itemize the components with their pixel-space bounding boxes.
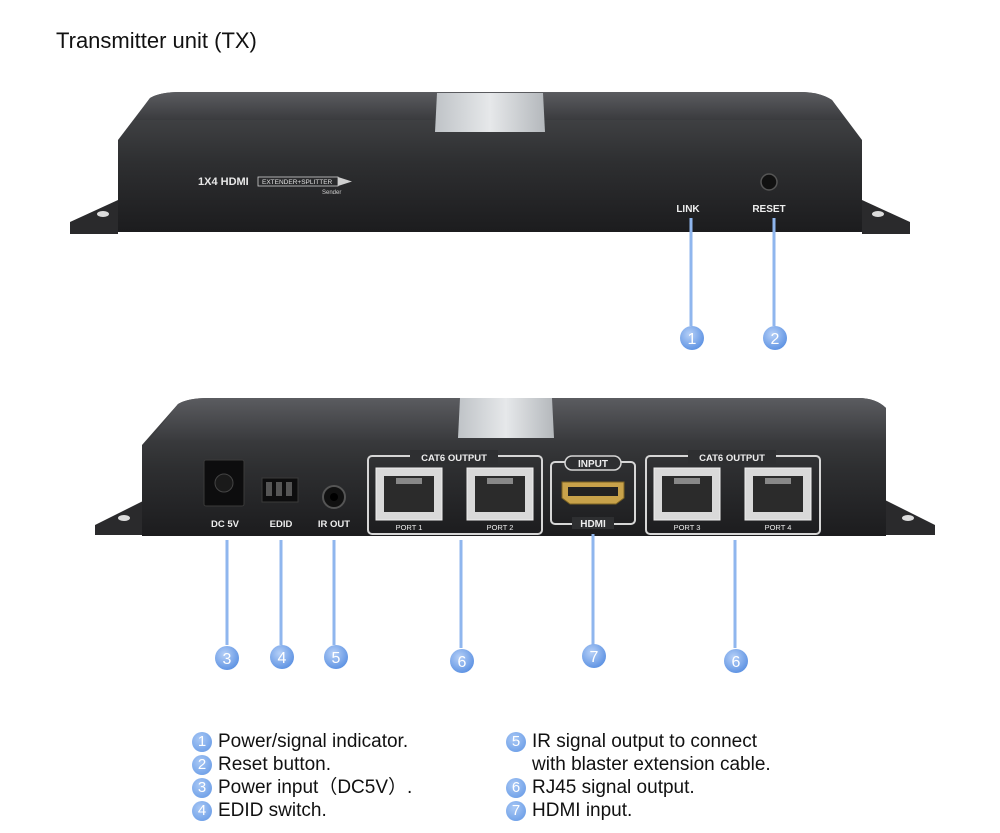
dc-label: DC 5V — [211, 519, 240, 530]
port2-label: PORT 2 — [487, 523, 514, 532]
callout-6a: 6 — [450, 649, 474, 673]
input-label: INPUT — [578, 459, 608, 470]
svg-text:3: 3 — [223, 651, 232, 668]
hdmi-label: HDMI — [580, 519, 606, 530]
reset-button[interactable] — [760, 173, 778, 191]
callout-5: 5 — [324, 645, 348, 669]
port3-label: PORT 3 — [674, 523, 701, 532]
legend-text: Power/signal indicator. — [218, 731, 409, 752]
front-housing — [118, 92, 862, 232]
legend-item: 2 Reset button. — [192, 753, 412, 776]
page-title: Transmitter unit (TX) — [56, 28, 257, 53]
legend-text: with blaster extension cable. — [532, 754, 771, 775]
port1-label: PORT 1 — [396, 523, 423, 532]
legend-badge: 1 — [192, 731, 212, 752]
legend-text: Reset button. — [218, 754, 332, 775]
front-right-flange — [862, 200, 910, 234]
front-sticker — [435, 93, 545, 132]
callout-3: 3 — [215, 646, 239, 670]
legend-badge: 5 — [506, 731, 526, 752]
front-logo-sender: Sender — [322, 190, 341, 196]
legend-text: RJ45 signal output. — [532, 777, 695, 798]
port4-label: PORT 4 — [765, 523, 792, 532]
legend-badge: 3 — [192, 777, 212, 798]
legend-item-continuation: with blaster extension cable. — [506, 753, 771, 776]
svg-text:1: 1 — [688, 331, 697, 348]
callout-4: 4 — [270, 645, 294, 669]
irout-label: IR OUT — [318, 519, 350, 530]
callout-6b: 6 — [724, 649, 748, 673]
svg-text:6: 6 — [732, 654, 741, 671]
rear-panel: DC 5V EDID IR OUT CAT6 OUTPUT PORT 1 POR… — [95, 398, 935, 536]
legend-item: 7 HDMI input. — [506, 799, 771, 822]
callout-2: 2 — [763, 326, 787, 350]
legend-badge: 6 — [506, 777, 526, 798]
legend-item: 3 Power input（DC5V）. — [192, 776, 412, 799]
legend-right: 5 IR signal output to connect with blast… — [506, 730, 771, 822]
legend-item: 1 Power/signal indicator. — [192, 730, 412, 753]
svg-text:5: 5 — [332, 650, 341, 667]
svg-text:4: 4 — [278, 650, 287, 667]
front-left-flange — [70, 200, 118, 234]
callout-7: 7 — [582, 644, 606, 668]
front-panel: 1X4 HDMI EXTENDER+SPLITTER Sender LINK R… — [70, 92, 910, 234]
svg-text:7: 7 — [590, 649, 599, 666]
legend-badge: 7 — [506, 800, 526, 821]
legend-text: Power input（DC5V）. — [218, 777, 413, 798]
link-label: LINK — [676, 204, 700, 215]
reset-label: RESET — [752, 204, 785, 215]
rear-sticker — [458, 398, 554, 438]
callout-1: 1 — [680, 326, 704, 350]
legend-text: HDMI input. — [532, 800, 633, 821]
legend-left: 1 Power/signal indicator. 2 Reset button… — [192, 730, 412, 822]
svg-text:6: 6 — [458, 654, 467, 671]
legend-item: 6 RJ45 signal output. — [506, 776, 771, 799]
legend-item: 5 IR signal output to connect — [506, 730, 771, 753]
legend-badge: 2 — [192, 754, 212, 775]
front-logo: 1X4 HDMI — [198, 176, 249, 188]
cat6-output-right-label: CAT6 OUTPUT — [699, 453, 765, 464]
edid-label: EDID — [270, 519, 293, 530]
legend-text: IR signal output to connect — [532, 731, 757, 752]
legend-badge: 4 — [192, 800, 212, 821]
legend-item: 4 EDID switch. — [192, 799, 412, 822]
cat6-output-left-label: CAT6 OUTPUT — [421, 453, 487, 464]
front-logo-sub: EXTENDER+SPLITTER — [262, 179, 333, 186]
legend-text: EDID switch. — [218, 800, 327, 821]
svg-text:2: 2 — [771, 331, 780, 348]
